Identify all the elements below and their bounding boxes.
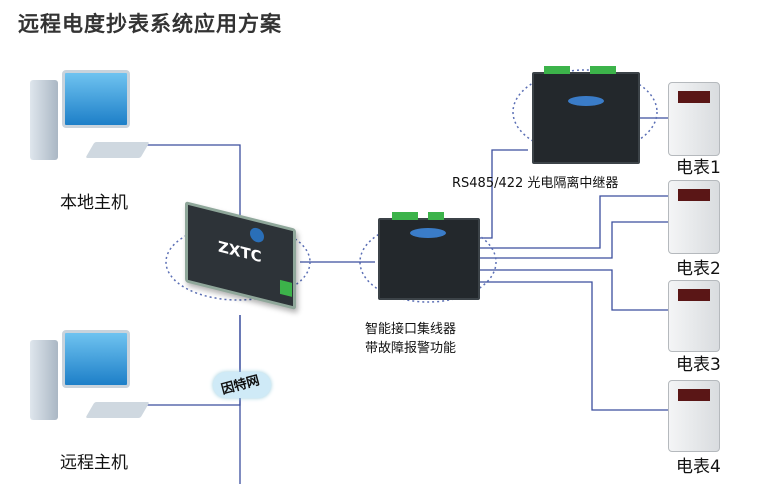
hub-dotted-ring (359, 221, 497, 303)
meter-4-label: 电表4 (676, 457, 721, 477)
remote-host-label: 远程主机 (60, 453, 128, 473)
repeater-label: RS485/422 光电隔离中继器 (452, 176, 619, 191)
electric-meter-1 (668, 82, 720, 156)
line-meter2 (480, 195, 668, 249)
server-dotted-ring (165, 223, 311, 301)
line-hub-repeater (478, 149, 528, 239)
line-meter4 (480, 281, 668, 411)
remote-host-computer (30, 330, 160, 445)
line-meter3 (480, 269, 668, 311)
internet-label: 因特网 (219, 373, 262, 398)
line-local-host (130, 144, 241, 215)
electric-meter-3 (668, 280, 720, 352)
electric-meter-4 (668, 380, 720, 452)
page-title: 远程电度抄表系统应用方案 (18, 12, 282, 36)
local-host-label: 本地主机 (60, 193, 128, 213)
optical-isolation-repeater (532, 66, 640, 164)
hub-label-line1: 智能接口集线器 (365, 322, 457, 337)
globe-icon (250, 226, 264, 244)
meter-1-label: 电表1 (676, 158, 721, 178)
interface-hub (378, 212, 480, 300)
internet-cloud: 因特网 (213, 372, 271, 398)
line-meter2b (480, 221, 668, 259)
meter-3-label: 电表3 (676, 355, 721, 375)
terminal-block (280, 279, 292, 297)
hub-label-line2: 带故障报警功能 (365, 341, 457, 356)
local-host-computer (30, 70, 160, 185)
meter-2-label: 电表2 (676, 259, 721, 279)
electric-meter-2 (668, 180, 720, 254)
